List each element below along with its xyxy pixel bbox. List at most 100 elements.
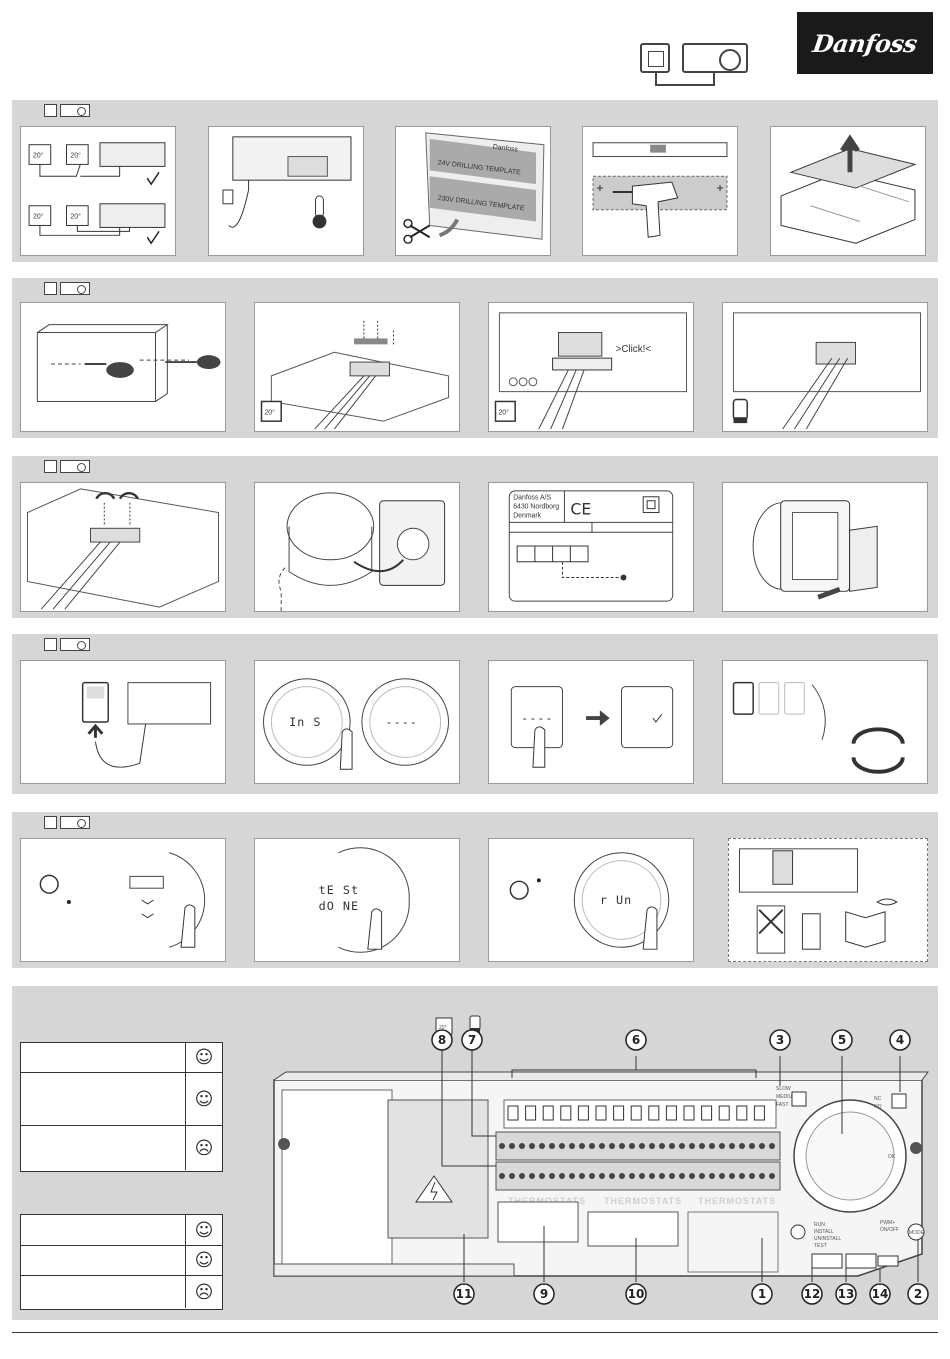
callout-6: 6 (625, 1029, 647, 1051)
output-led (648, 1105, 660, 1121)
terminal-screw (759, 1143, 765, 1149)
svg-text:14: 14 (872, 1287, 889, 1301)
callout-11: 11 (453, 1283, 475, 1305)
card-mount-thermostat (722, 482, 928, 612)
terminal-screw (659, 1143, 665, 1149)
card-test-done: tE St dO NE (254, 838, 460, 962)
terminal-screw (579, 1143, 585, 1149)
terminal-screw (599, 1143, 605, 1149)
connection-line (655, 73, 715, 86)
svg-text:20°: 20° (264, 408, 275, 416)
legend-row: ☹ (21, 1126, 222, 1170)
terminal-screw (509, 1173, 515, 1179)
card-connect-power (20, 660, 226, 784)
terminal-screw (559, 1143, 565, 1149)
label-country: Denmark (513, 512, 541, 519)
svg-text:10: 10 (628, 1287, 645, 1301)
click-label: >Click!< (616, 344, 652, 355)
terminal-screw (769, 1173, 775, 1179)
terminal-screw (679, 1173, 685, 1179)
callout-1: 1 (751, 1283, 773, 1305)
terminal-screw (669, 1143, 675, 1149)
speed-label-slow: SLOW (776, 1086, 791, 1092)
terminal-screw (709, 1143, 715, 1149)
label-company: Danfoss A/S (513, 495, 551, 502)
terminal-screw (619, 1143, 625, 1149)
legend-row: ☺ (21, 1073, 222, 1126)
output-led (560, 1105, 572, 1121)
terminal-screw (659, 1173, 665, 1179)
terminal-screw (499, 1173, 505, 1179)
callout-2: 2 (907, 1283, 929, 1305)
speed-label-fast: FAST (776, 1102, 789, 1108)
smiley-icon: ☺ (194, 1219, 214, 1241)
legend-row: ☺ (21, 1246, 222, 1276)
terminal-screw (579, 1173, 585, 1179)
mode-install: INSTALL (814, 1229, 834, 1235)
label-city: 6430 Nordborg (513, 504, 559, 511)
terminal-screw (609, 1173, 615, 1179)
callout-4: 4 (889, 1029, 911, 1051)
terminal-screw (769, 1143, 775, 1149)
callout-7: 7 (461, 1029, 483, 1051)
card-wiring-options: 20° 20° 20° 20° (20, 126, 176, 256)
terminal-screw (629, 1173, 635, 1179)
pwm-label: PWM+ (880, 1220, 895, 1226)
svg-text:1: 1 (758, 1287, 766, 1301)
terminal-screw (749, 1143, 755, 1149)
callout-9: 9 (533, 1283, 555, 1305)
card-wall-box (254, 482, 460, 612)
no-label: NO (874, 1104, 882, 1110)
output-led (525, 1105, 537, 1121)
terminal-screw (589, 1173, 595, 1179)
svg-text:THERMOSTATS: THERMOSTATS (698, 1196, 776, 1206)
display-ins: In S (289, 715, 321, 729)
smiley-icon: ☺ (194, 1250, 214, 1271)
callout-14: 14 (869, 1283, 891, 1305)
footer-rule (12, 1332, 938, 1333)
terminal-screw (719, 1173, 725, 1179)
display-run: r Un (600, 893, 632, 907)
display-dashes: ---- (521, 711, 553, 725)
terminal-screw (689, 1143, 695, 1149)
terminal-screw (549, 1143, 555, 1149)
overview-band: ☺ ☺ ☹ ☺ ☺ ☹ 20° THERMOSTATS THERMO (12, 986, 938, 1320)
smiley-icon: ☺ (194, 1088, 214, 1110)
terminal-screw (629, 1143, 635, 1149)
card-actuator-wiring (722, 302, 928, 432)
output-led (613, 1105, 625, 1121)
output-led (683, 1105, 695, 1121)
terminal-screw (619, 1173, 625, 1179)
legend-row: ☹ (21, 1276, 222, 1308)
terminal-screw (499, 1143, 505, 1149)
terminal-screw (649, 1143, 655, 1149)
frown-icon: ☹ (194, 1281, 214, 1303)
legend-table-a: ☺ ☺ ☹ (20, 1042, 223, 1172)
nc-label: NC (874, 1096, 882, 1102)
card-wall-mounting (20, 302, 226, 432)
terminal-screw (649, 1173, 655, 1179)
terminal-screw (679, 1143, 685, 1149)
terminal-screw (689, 1173, 695, 1179)
terminal-screw (729, 1173, 735, 1179)
terminal-screw (739, 1143, 745, 1149)
terminal-screw (539, 1173, 545, 1179)
legend-row: ☺ (21, 1043, 222, 1073)
terminal-screw (669, 1173, 675, 1179)
card-pair-thermostat: ---- (488, 660, 694, 784)
terminal-screw (519, 1143, 525, 1149)
svg-text:13: 13 (838, 1287, 855, 1301)
output-led (595, 1105, 607, 1121)
terminal-screw (509, 1143, 515, 1149)
output-led (753, 1105, 765, 1121)
terminal-screw (739, 1173, 745, 1179)
svg-text:11: 11 (456, 1287, 473, 1301)
card-run-mode: r Un (488, 838, 694, 962)
room-thermostat-icon (640, 43, 670, 73)
display-lines: ---- (386, 715, 418, 729)
legend-table-b: ☺ ☺ ☹ (20, 1214, 223, 1310)
svg-text:20°: 20° (70, 152, 81, 160)
svg-text:Danfoss: Danfoss (492, 144, 518, 154)
card-drilling (582, 126, 738, 256)
